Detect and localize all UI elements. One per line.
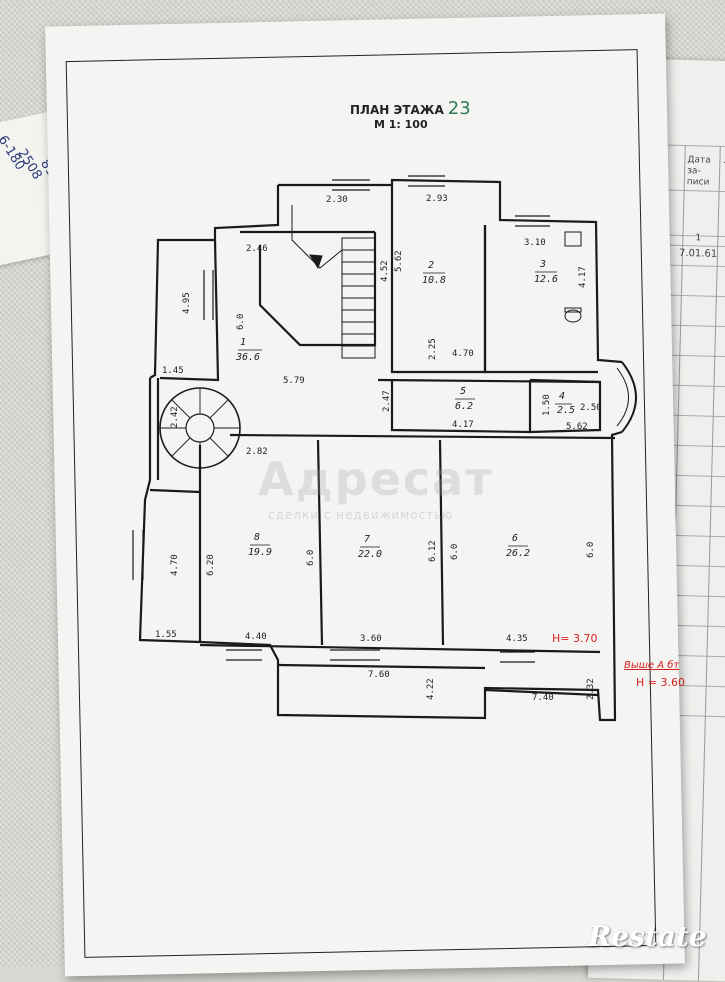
dim-label: 2.42 — [170, 406, 180, 428]
dim-label: 6.0 — [450, 543, 460, 560]
dim-label: 7.40 — [532, 693, 554, 703]
dim-label: 4.17 — [578, 266, 588, 288]
dim-label: 5.79 — [283, 376, 305, 386]
room-1-number: 1 — [240, 337, 247, 348]
dim-label: 4.17 — [452, 420, 474, 430]
watermark-tagline: сделки с недвижимостью — [268, 508, 454, 522]
room-3-number: 3 — [540, 259, 547, 270]
dim-label: 1.55 — [155, 630, 177, 640]
dim-label: 2.32 — [586, 678, 596, 700]
room-1-area: 36.6 — [236, 352, 261, 363]
room-6-area: 26.2 — [506, 548, 531, 559]
dim-label: 5.62 — [394, 250, 404, 272]
dim-label: 4.95 — [182, 292, 192, 314]
dim-label: 6.0 — [236, 313, 246, 330]
dim-label: 1.45 — [162, 366, 184, 376]
dim-label: 2.47 — [382, 390, 392, 412]
dim-label: 5.62 — [566, 422, 588, 432]
room-6-number: 6 — [512, 533, 519, 544]
room-2-area: 10.8 — [422, 275, 447, 286]
room-3-area: 12.6 — [534, 274, 559, 285]
room-2-number: 2 — [428, 260, 435, 271]
ceiling-height-note-2: H = 3.60 — [636, 676, 685, 689]
dim-label: 4.40 — [245, 632, 267, 642]
watermark-brand: Адресат — [258, 452, 494, 506]
dim-label: 3.10 — [524, 238, 546, 248]
dim-label: 4.70 — [170, 554, 180, 576]
dim-label: 2.93 — [426, 194, 448, 204]
room-4-area: 2.5 — [557, 405, 576, 416]
room-5-area: 6.2 — [455, 401, 474, 412]
room-4-number: 4 — [559, 391, 566, 402]
dim-label: 2.46 — [246, 244, 268, 254]
room-7-area: 22.0 — [358, 549, 383, 560]
ceiling-height-note-1: Выше А бт — [624, 660, 680, 671]
ceiling-height-main: H= 3.70 — [552, 632, 598, 645]
dim-label: 6.0 — [306, 549, 316, 566]
dim-label: 7.60 — [368, 670, 390, 680]
restate-logo: Restate — [588, 920, 707, 953]
room-7-number: 7 — [364, 534, 371, 545]
dim-label: 4.70 — [452, 349, 474, 359]
dim-label: 2.82 — [246, 447, 268, 457]
dim-label: 1.50 — [542, 394, 552, 416]
room-8-area: 19.9 — [248, 547, 273, 558]
dim-label: 6.0 — [586, 541, 596, 558]
room-8-number: 8 — [254, 532, 261, 543]
dim-label: 4.22 — [426, 678, 436, 700]
dim-label: 4.35 — [506, 634, 528, 644]
dim-label: 2.50 — [580, 403, 602, 413]
dim-label: 6.20 — [206, 554, 216, 576]
plan-scale: М 1: 100 — [374, 118, 428, 131]
dim-label: 3.60 — [360, 634, 382, 644]
floor-number: 23 — [447, 98, 471, 119]
dim-label: 2.30 — [326, 195, 348, 205]
dim-label: 6.12 — [428, 540, 438, 562]
dim-label: 4.52 — [380, 260, 390, 282]
dim-label: 2.25 — [428, 338, 438, 360]
room-5-number: 5 — [460, 386, 467, 397]
